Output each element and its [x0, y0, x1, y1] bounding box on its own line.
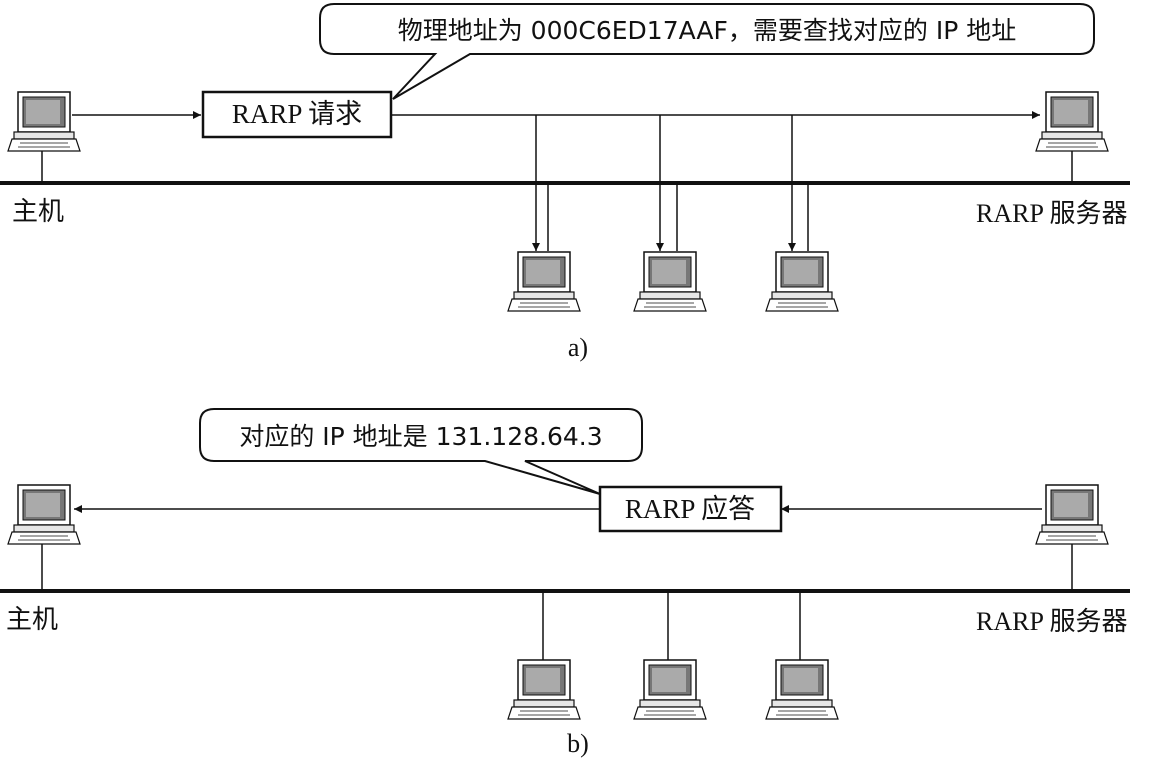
server-label: RARP 服务器: [976, 199, 1127, 228]
caption-b: b): [567, 729, 589, 758]
bus-drops: [542, 591, 801, 660]
rarp-reply-box: [598, 485, 783, 533]
computer-icon: [765, 659, 839, 720]
rarp-request-box: [201, 90, 393, 139]
host-label: 主机: [6, 605, 58, 635]
server-label: RARP 服务器: [976, 607, 1127, 636]
host-computer-icon: [7, 91, 81, 183]
callout-bubble-a: [319, 3, 1095, 100]
callout-text-a: 物理地址为 000C6ED17AAF，需要查找对应的 IP 地址: [398, 16, 1017, 45]
computer-icon: [633, 659, 707, 720]
panel-a: 主机 RARP 服务器 RARP 请求 物理地址为 000C6ED17AAF，需…: [0, 3, 1130, 362]
rarp-request-label: RARP 请求: [232, 99, 362, 129]
callout-bubble-b: [199, 408, 643, 495]
computer-icon: [765, 251, 839, 312]
computer-icon: [633, 251, 707, 312]
host-computer-icon: [7, 484, 81, 591]
host-label: 主机: [12, 197, 64, 227]
computer-icon: [507, 251, 581, 312]
computer-icon: [507, 659, 581, 720]
rarp-server-computer-icon: [1035, 91, 1109, 183]
broadcast-branches: [532, 115, 809, 251]
panel-b: 主机 RARP 服务器 RARP 应答 对应的 IP 地址是 131.128.6…: [0, 408, 1130, 758]
rarp-server-computer-icon: [1035, 484, 1109, 591]
callout-text-b: 对应的 IP 地址是 131.128.64.3: [239, 422, 602, 451]
rarp-reply-label: RARP 应答: [625, 494, 755, 524]
caption-a: a): [568, 333, 588, 362]
